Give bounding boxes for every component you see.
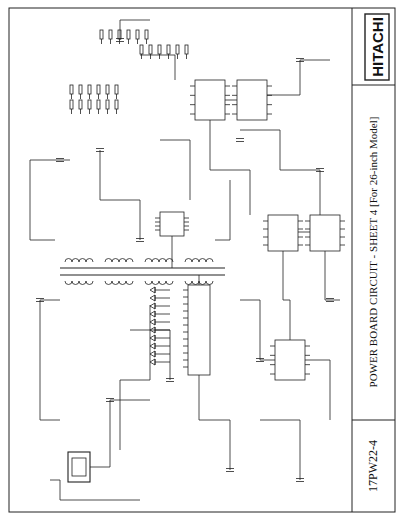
title-divider xyxy=(352,420,395,421)
drawing-number: 17PW22-4 xyxy=(367,440,379,492)
connector xyxy=(68,452,90,482)
wire xyxy=(30,20,340,500)
passive-component xyxy=(36,39,334,482)
ic-pins xyxy=(155,86,345,374)
transformer xyxy=(60,259,225,285)
brand-logo: HITACHI xyxy=(370,17,385,77)
sheet-title: POWER BOARD CIRCUIT - SHEET 4 [For 26-in… xyxy=(368,117,379,388)
logo-box xyxy=(365,14,389,80)
resistor-row xyxy=(70,30,188,114)
ic-chip xyxy=(160,80,340,380)
title-strip-border xyxy=(352,8,353,512)
title-divider xyxy=(352,85,395,86)
sheet-border xyxy=(9,8,395,512)
diode-array xyxy=(150,287,170,365)
